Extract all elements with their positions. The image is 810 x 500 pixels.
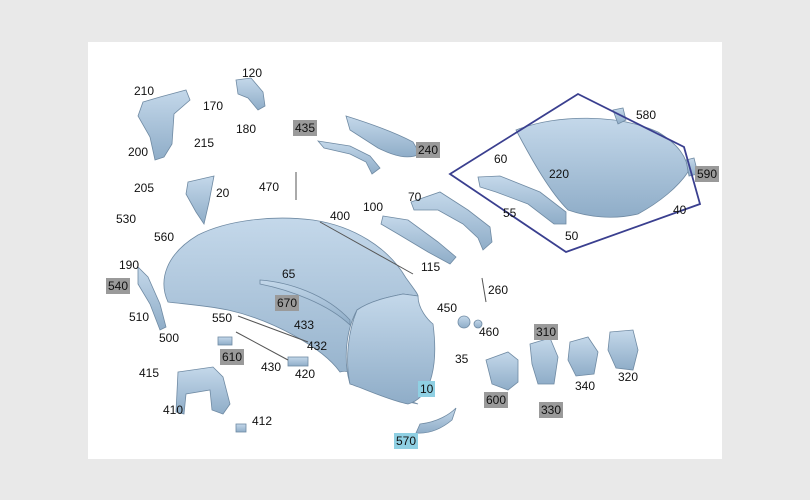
callout-65: 65	[282, 267, 296, 281]
callout-190: 190	[119, 258, 140, 272]
bracket-410-part	[175, 366, 231, 415]
callout-220: 220	[549, 167, 570, 181]
trim-50-part	[477, 175, 567, 225]
callout-460: 460	[479, 325, 500, 339]
callout-500: 500	[159, 331, 180, 345]
callout-530: 530	[116, 212, 137, 226]
callout-510: 510	[129, 310, 150, 324]
exploded-parts-diagram	[137, 77, 702, 434]
bracket-120-part	[235, 77, 266, 111]
callout-560: 560	[154, 230, 175, 244]
bracket-190-part	[137, 266, 167, 331]
callout-215: 215	[194, 136, 215, 150]
callout-170: 170	[203, 99, 224, 113]
housing-340-part	[567, 336, 599, 377]
callout-340: 340	[575, 379, 596, 393]
callout-60: 60	[494, 152, 508, 166]
callout-580: 580	[636, 108, 657, 122]
callout-20: 20	[216, 186, 230, 200]
callout-410: 410	[163, 403, 184, 417]
bracket-435-part	[316, 140, 381, 175]
callout-400: 400	[330, 209, 351, 223]
clip-412-part	[235, 423, 247, 433]
callout-200: 200	[128, 145, 149, 159]
callout-432: 432	[307, 339, 328, 353]
parts-diagram-canvas: 210 120 170 180 200 215 205 20 470 435 2…	[88, 42, 722, 459]
housing-600-part	[485, 351, 519, 391]
callout-450: 450	[437, 301, 458, 315]
sensor-450-part	[457, 315, 471, 329]
callout-120: 120	[242, 66, 263, 80]
bumper-cover-right-part	[347, 293, 436, 405]
callout-240: 240	[416, 142, 441, 158]
callout-35: 35	[455, 352, 469, 366]
callout-670: 670	[275, 295, 300, 311]
callout-50: 50	[565, 229, 579, 243]
callout-260: 260	[488, 283, 509, 297]
callout-570: 570	[394, 433, 419, 449]
callout-205: 205	[134, 181, 155, 195]
callout-40: 40	[673, 203, 687, 217]
bracket-420-part	[287, 356, 309, 367]
callout-430: 430	[261, 360, 282, 374]
callout-100: 100	[363, 200, 384, 214]
assembly-outline	[448, 92, 702, 254]
callout-550: 550	[212, 311, 233, 325]
ring-460-part	[473, 319, 483, 329]
callout-310: 310	[534, 324, 559, 340]
cable-430-part	[235, 331, 289, 361]
callout-10: 10	[418, 381, 436, 397]
housing-330-part	[529, 337, 559, 385]
strip-670-part	[259, 279, 351, 326]
callout-420: 420	[295, 367, 316, 381]
callout-433: 433	[294, 318, 315, 332]
callout-210: 210	[134, 84, 155, 98]
callout-70: 70	[408, 190, 422, 204]
bracket-200-part	[137, 89, 191, 161]
callout-320: 320	[618, 370, 639, 384]
bracket-610-part	[217, 336, 233, 346]
callout-415: 415	[139, 366, 160, 380]
callout-412: 412	[252, 414, 273, 428]
panel-20-part	[185, 175, 215, 225]
rod-260-part	[481, 277, 487, 303]
callout-470: 470	[259, 180, 280, 194]
callout-115: 115	[421, 260, 441, 274]
callout-330: 330	[539, 402, 564, 418]
callout-435: 435	[293, 120, 318, 136]
callout-590: 590	[695, 166, 720, 182]
bar-400-part	[319, 221, 414, 275]
callout-600: 600	[484, 392, 509, 408]
diffuser-40-part	[515, 117, 689, 218]
absorber-100-part	[380, 215, 457, 265]
callout-55: 55	[503, 206, 517, 220]
callout-610: 610	[220, 349, 245, 365]
callout-180: 180	[236, 122, 257, 136]
housing-320-part	[607, 329, 639, 371]
bracket-70-part	[410, 191, 493, 251]
clip-580-part	[612, 107, 627, 125]
cable-432-part	[237, 315, 309, 343]
callout-540: 540	[106, 278, 131, 294]
trim-570-part	[415, 407, 457, 434]
